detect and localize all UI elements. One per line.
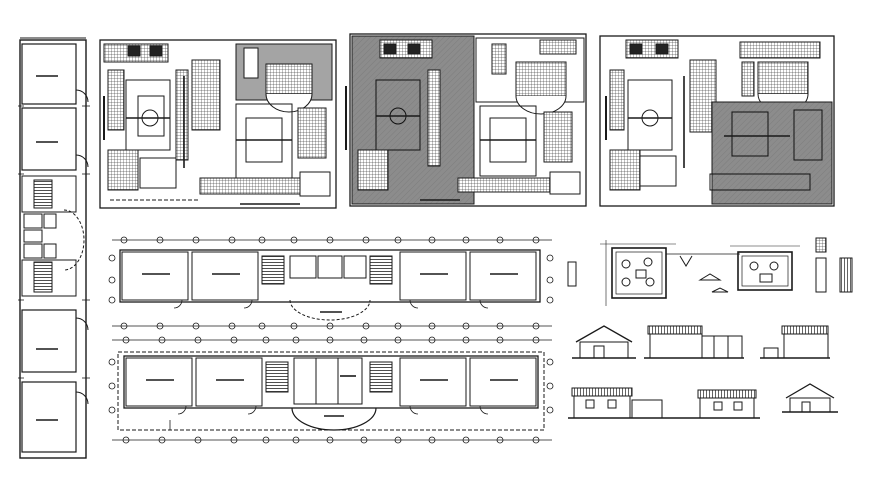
small-plan-1 bbox=[567, 240, 740, 306]
site-plan-1 bbox=[99, 39, 337, 209]
elevation-5 bbox=[782, 383, 838, 413]
plan-b-classroom-3 bbox=[399, 357, 467, 407]
long-plan-b bbox=[108, 336, 554, 444]
strip-room-1 bbox=[21, 43, 77, 105]
elevation-3 bbox=[760, 325, 830, 359]
site-plan-2 bbox=[345, 33, 587, 207]
plan-a-classroom-2 bbox=[191, 251, 259, 301]
elevation-1 bbox=[572, 325, 636, 359]
plan-b-classroom-1 bbox=[125, 357, 193, 407]
small-plan-2 bbox=[730, 237, 853, 293]
plan-a-stair-1 bbox=[261, 255, 285, 285]
strip-room-3 bbox=[21, 309, 77, 373]
site-plan-3 bbox=[599, 35, 835, 207]
plan-b-classroom-2 bbox=[195, 357, 263, 407]
elevation-4 bbox=[568, 387, 760, 419]
plan-b-classroom-4 bbox=[469, 357, 537, 407]
strip-room-4 bbox=[21, 381, 77, 453]
elevation-2 bbox=[644, 325, 744, 359]
left-strip-plan bbox=[18, 37, 90, 459]
plan-b-stair-1 bbox=[265, 361, 289, 393]
plan-a-classroom-4 bbox=[469, 251, 537, 301]
plan-b-stair-2 bbox=[369, 361, 393, 393]
plan-a-classroom-3 bbox=[399, 251, 467, 301]
plan-a-classroom-1 bbox=[121, 251, 189, 301]
long-plan-a bbox=[108, 236, 554, 330]
strip-stair-1 bbox=[33, 179, 53, 209]
plan-a-stair-2 bbox=[369, 255, 393, 285]
strip-room-2 bbox=[21, 107, 77, 171]
strip-stair-2 bbox=[33, 261, 53, 293]
